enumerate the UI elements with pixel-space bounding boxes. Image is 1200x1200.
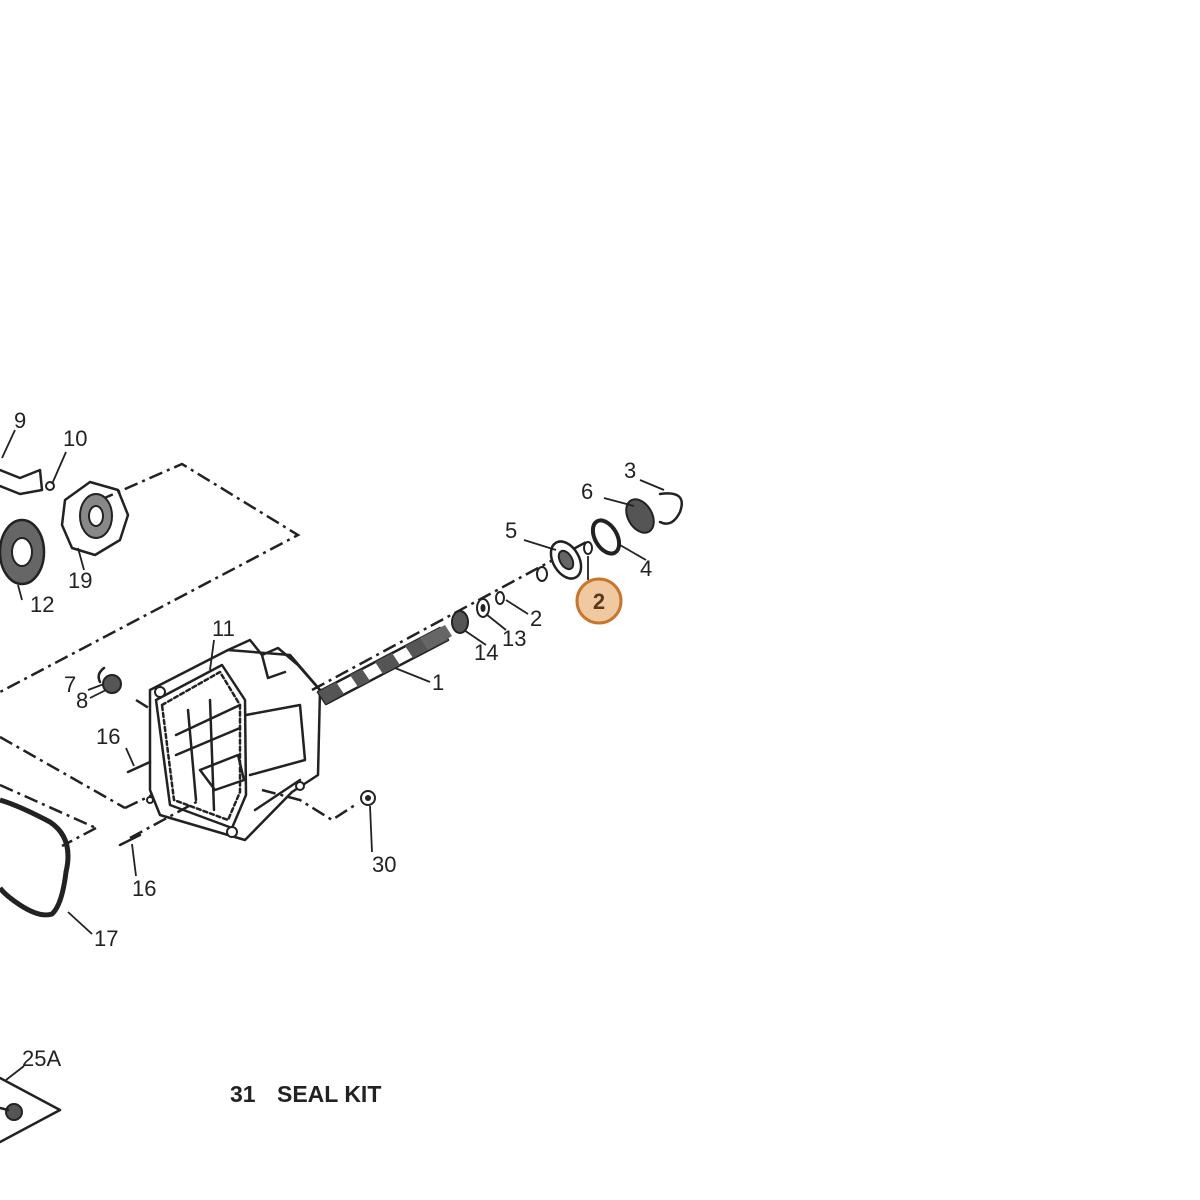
highlight-marker[interactable]: 2 bbox=[575, 577, 623, 625]
seal-kit-note: 31 SEAL KIT bbox=[230, 1081, 381, 1107]
callout-30: 30 bbox=[372, 852, 396, 877]
callout-4: 4 bbox=[640, 556, 652, 581]
callout-25a: 25A bbox=[22, 1046, 61, 1071]
callout-labels: 1 2 3 4 5 6 7 8 9 10 11 12 13 14 16 16 1… bbox=[14, 408, 652, 1071]
callout-19: 19 bbox=[68, 568, 92, 593]
callout-14: 14 bbox=[474, 640, 498, 665]
seal-kit-number: 31 bbox=[230, 1081, 256, 1107]
callout-13: 13 bbox=[502, 626, 526, 651]
callout-3: 3 bbox=[624, 458, 636, 483]
callout-17: 17 bbox=[94, 926, 118, 951]
pins-and-bolts bbox=[0, 760, 376, 1144]
callout-2: 2 bbox=[530, 606, 542, 631]
highlight-label: 2 bbox=[593, 589, 605, 614]
callout-1: 1 bbox=[432, 670, 444, 695]
callout-10: 10 bbox=[63, 426, 87, 451]
pump-head bbox=[0, 468, 130, 694]
callout-6: 6 bbox=[581, 479, 593, 504]
leader-lines bbox=[1, 429, 665, 1081]
callout-12: 12 bbox=[30, 592, 54, 617]
callout-11: 11 bbox=[212, 616, 235, 641]
seal-kit-name: SEAL KIT bbox=[277, 1081, 381, 1107]
pump-housing bbox=[146, 638, 322, 842]
callout-8: 8 bbox=[76, 688, 88, 713]
callout-5: 5 bbox=[505, 518, 517, 543]
bearing-assembly bbox=[536, 492, 683, 582]
shaft-small-parts bbox=[451, 591, 505, 634]
assembly-guide-lines bbox=[0, 462, 591, 848]
callout-16-upper: 16 bbox=[96, 724, 120, 749]
callout-7: 7 bbox=[64, 672, 76, 697]
callout-16-lower: 16 bbox=[132, 876, 156, 901]
housing-o-ring bbox=[0, 797, 71, 918]
drive-shaft bbox=[316, 625, 452, 706]
callout-9: 9 bbox=[14, 408, 26, 433]
